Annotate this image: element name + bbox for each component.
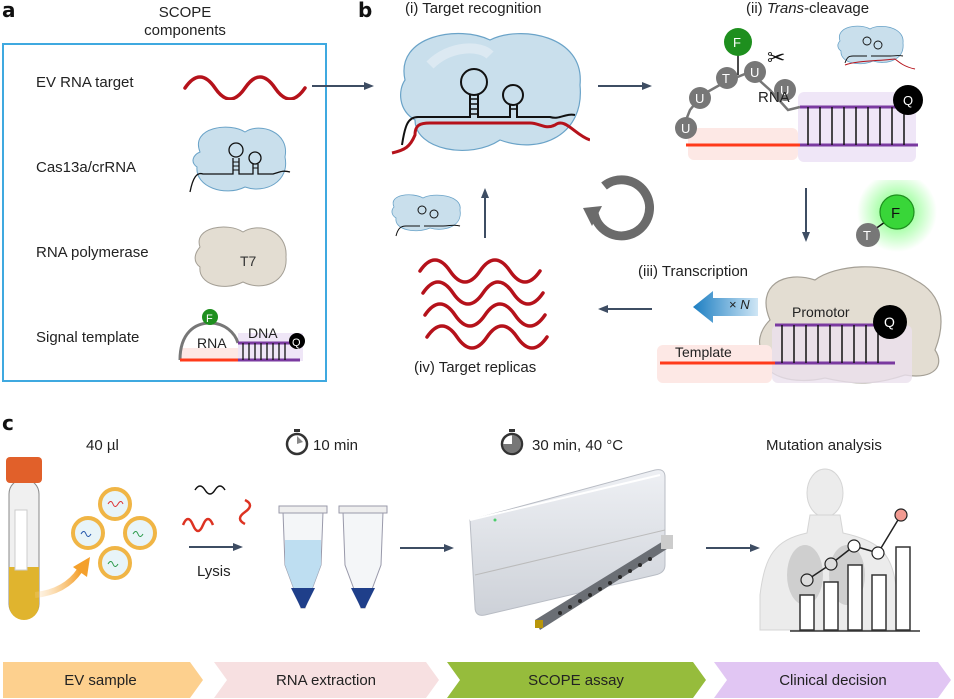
t7-polymerase-icon: T7	[194, 226, 287, 287]
component-label-ev-rna: EV RNA target	[36, 74, 134, 91]
nt-0: U	[681, 121, 690, 136]
chevron-scope-assay	[447, 662, 706, 698]
cas13a-crrna-icon	[189, 126, 291, 193]
template-text: Template	[675, 344, 732, 360]
panel-a-title-line1: SCOPE	[158, 4, 212, 21]
arrow-to-cleavage-icon	[598, 82, 652, 90]
arrow-to-transcription-icon	[802, 188, 810, 242]
stopwatch-icon-30min	[500, 429, 524, 456]
sample-tube-icon	[6, 457, 42, 620]
ev-rna-wave-icon	[183, 75, 307, 100]
t7-text: T7	[240, 253, 257, 269]
panel-b-label: b	[358, 0, 373, 22]
released-fluorophore-icon: F T	[856, 180, 937, 252]
cleavage-rna-text: RNA	[758, 89, 790, 106]
target-recognition-complex-icon	[391, 32, 590, 155]
signal-fluor-text: F	[206, 313, 213, 325]
step-target-recognition: (i) Target recognition	[405, 0, 542, 17]
scope-device-icon	[469, 469, 673, 630]
cleavage-quencher-text: Q	[903, 93, 913, 108]
chevron-rna-extraction	[214, 662, 439, 698]
transcription-complex-icon: Promotor Template Q	[657, 266, 942, 384]
stopwatch-icon-10min	[285, 429, 309, 456]
amplification-multiplier: × N	[729, 297, 750, 312]
panel-a-title: SCOPE components	[100, 4, 270, 40]
released-rna-icon	[181, 485, 252, 533]
signal-rna-text: RNA	[197, 335, 227, 351]
nt-4: U	[780, 83, 789, 98]
small-cas13a-icon	[837, 25, 916, 70]
cleavage-fluor-text: F	[733, 35, 741, 50]
amplification-arrow-icon	[693, 291, 758, 323]
lysis-label: Lysis	[197, 563, 231, 580]
workflow-step-scope-assay: SCOPE assay	[528, 671, 624, 689]
scissors-icon: ✂	[767, 45, 785, 70]
arrow-to-recognition-up-icon	[481, 188, 489, 238]
step-transcription: (iii) Transcription	[638, 263, 749, 280]
arrow-to-replicas-icon	[598, 305, 652, 313]
mutation-analysis-label: Mutation analysis	[766, 437, 882, 454]
step2-prefix: (ii)	[746, 0, 767, 17]
arrow-to-recognition-icon	[312, 82, 374, 90]
lysis-arrow-icon	[189, 543, 243, 551]
target-replicas-icon	[418, 258, 549, 350]
signal-quencher-text: Q	[292, 337, 301, 349]
workflow-step-ev-sample: EV sample	[64, 671, 137, 689]
nt-3: U	[750, 65, 759, 80]
arrow-to-analysis-icon	[706, 544, 760, 552]
released-f-text: F	[891, 205, 900, 222]
components-box	[2, 43, 327, 382]
panel-c-label: c	[2, 411, 14, 435]
transcription-quencher-text: Q	[884, 314, 895, 330]
workflow-chevrons	[3, 662, 951, 698]
component-label-polymerase: RNA polymerase	[36, 244, 149, 261]
chevron-clinical-decision	[714, 662, 951, 698]
mult-prefix: ×	[729, 297, 741, 312]
step-target-replicas: (iv) Target replicas	[414, 359, 537, 376]
arrow-to-assay-icon	[400, 544, 454, 552]
signal-template-icon: F RNA DNA Q	[178, 309, 305, 362]
assay-conditions-label: 30 min, 40 °C	[532, 437, 624, 454]
workflow-step-rna-extraction: RNA extraction	[275, 671, 377, 689]
component-label-cas13a: Cas13a/crRNA	[36, 159, 137, 176]
signal-dna-text: DNA	[248, 325, 278, 341]
cycle-arrow-icon	[583, 175, 654, 241]
panel-a-label: a	[2, 0, 16, 22]
curved-arrow-icon	[35, 557, 90, 598]
component-label-signal-template: Signal template	[36, 329, 140, 346]
sample-volume-label: 40 µl	[86, 437, 119, 454]
mult-n: N	[740, 297, 750, 312]
step-trans-cleavage: (ii) Trans-cleavage	[746, 0, 869, 17]
panel-a-title-line2: components	[144, 22, 226, 39]
step2-italic: Trans	[766, 0, 805, 17]
chevron-ev-sample	[3, 662, 203, 698]
extraction-time-label: 10 min	[313, 437, 359, 454]
step2-suffix: -cleavage	[804, 0, 870, 17]
small-cas13a-replicas-icon	[391, 194, 461, 237]
released-t-text: T	[863, 228, 871, 243]
eppendorf-tubes-icon	[278, 505, 388, 609]
promotor-text: Promotor	[792, 304, 850, 320]
mutation-analysis-icon	[759, 468, 920, 632]
extracellular-vesicles-icon	[71, 487, 157, 580]
nt-2: T	[722, 71, 730, 86]
nt-1: U	[695, 91, 704, 106]
trans-cleavage-reporter-icon: F U U T U U RNA ✂ Q	[675, 25, 923, 162]
workflow-step-clinical-decision: Clinical decision	[779, 671, 887, 689]
